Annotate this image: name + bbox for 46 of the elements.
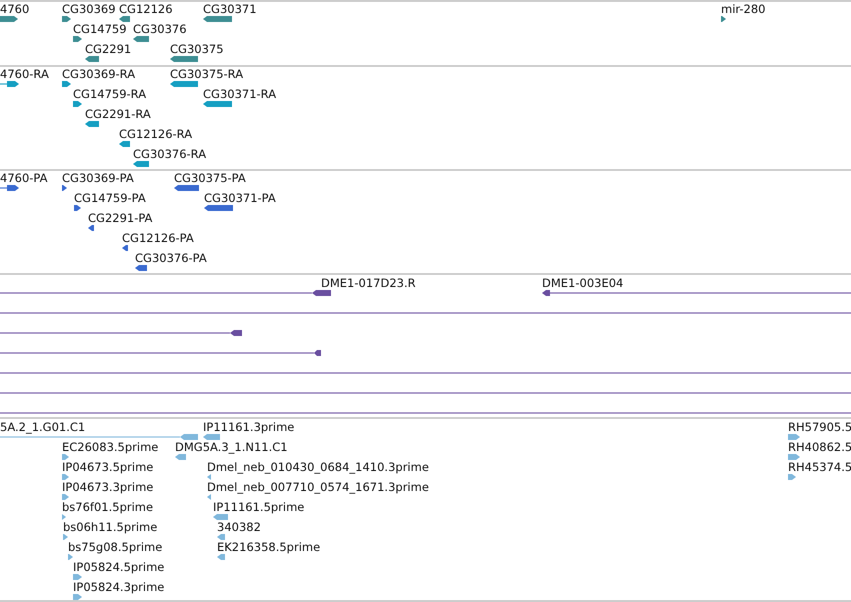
feature-label: CG30369-RA xyxy=(62,67,136,81)
feature-label: CG30376-PA xyxy=(135,251,207,265)
feature-label: 340382 xyxy=(217,520,261,534)
feature-label: Dmel_neb_010430_0684_1410.3prime xyxy=(207,460,429,474)
feature-label: DME1-017D23.R xyxy=(321,276,416,290)
feature-label: Dmel_neb_007710_0574_1671.3prime xyxy=(207,480,429,494)
feature-label: IP11161.3prime xyxy=(203,420,294,434)
feature-label: CG30371-RA xyxy=(203,87,276,101)
feature-label: 4760 xyxy=(0,2,30,16)
feature-label: CG30369 xyxy=(62,2,116,16)
feature-label: IP05824.3prime xyxy=(73,580,164,594)
feature-label: CG12126-PA xyxy=(122,231,194,245)
feature-label: 4760-RA xyxy=(0,67,49,81)
feature-label: CG30375-PA xyxy=(174,171,246,185)
feature-label: CG12126-RA xyxy=(119,127,192,141)
feature-label: EC26083.5prime xyxy=(62,440,158,454)
feature-label: CG2291 xyxy=(85,42,132,56)
feature-label: IP04673.3prime xyxy=(62,480,154,494)
feature-label: RH57905.5 xyxy=(788,420,851,434)
feature-label: CG30376 xyxy=(133,22,187,36)
feature-label: RH40862.5 xyxy=(788,440,851,454)
feature-label: 4760-PA xyxy=(0,171,48,185)
feature-label: CG14759-PA xyxy=(74,191,146,205)
feature-label: CG30371 xyxy=(203,2,257,16)
feature-label: bs76f01.5prime xyxy=(62,500,154,514)
feature-label: DME1-003E04 xyxy=(542,276,624,290)
feature-label: CG2291-RA xyxy=(85,107,151,121)
feature-label: CG14759-RA xyxy=(73,87,146,101)
feature-label: CG30371-PA xyxy=(204,191,276,205)
feature-label: bs06h11.5prime xyxy=(63,520,158,534)
feature-label: CG30376-RA xyxy=(133,147,206,161)
feature-label: CG30375 xyxy=(170,42,224,56)
feature-label: 5A.2_1.G01.C1 xyxy=(0,420,86,434)
feature-label: CG12126 xyxy=(119,2,173,16)
feature-label: CG30375-RA xyxy=(170,67,244,81)
feature-label: IP04673.5prime xyxy=(62,460,154,474)
feature-label: RH45374.5 xyxy=(788,460,851,474)
feature-label: IP05824.5prime xyxy=(73,560,164,574)
feature-label: CG14759 xyxy=(73,22,127,36)
feature-label: mir-280 xyxy=(721,2,766,16)
feature-label: bs75g08.5prime xyxy=(68,540,162,554)
feature-label: DMG5A.3_1.N11.C1 xyxy=(175,440,288,454)
feature-label: IP11161.5prime xyxy=(213,500,304,514)
feature-label: CG2291-PA xyxy=(88,211,152,225)
feature-label: EK216358.5prime xyxy=(217,540,320,554)
feature-label: CG30369-PA xyxy=(62,171,134,185)
